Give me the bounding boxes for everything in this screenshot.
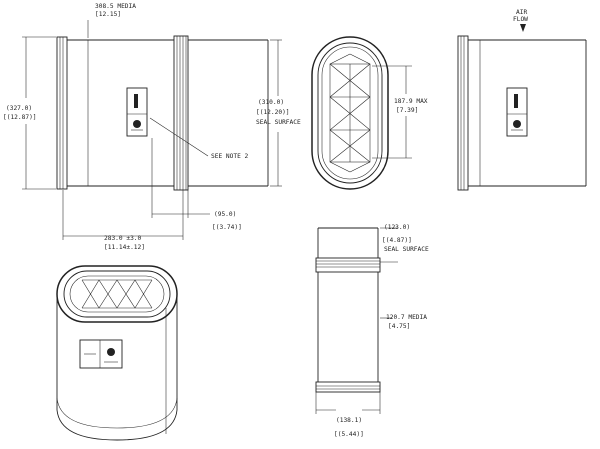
note-label: SEE NOTE 2 xyxy=(211,153,249,160)
end-view: 187.9 MAX [7.39] xyxy=(311,36,428,190)
dim-seal-height: (310.0) xyxy=(258,99,284,106)
dim-front-seal-inch: [(4.87)] xyxy=(382,237,412,244)
dim-overall-height-inch: [(12.87)] xyxy=(3,114,37,121)
flow-icon xyxy=(133,120,141,128)
dim-front-media-inch: [4.75] xyxy=(388,323,410,330)
dim-front-seal: (123.0) xyxy=(384,224,410,231)
dim-offset-inch: [(3.74)] xyxy=(212,224,242,231)
dim-front-seal-label: SEAL SURFACE xyxy=(384,246,429,253)
isometric-view xyxy=(56,265,178,441)
dim-end-max: 187.9 MAX xyxy=(394,98,428,105)
dim-offset: (95.0) xyxy=(214,211,236,218)
side-view: SEE NOTE 2 308.5 MEDIA [12.15] (327.0) [… xyxy=(3,3,301,251)
dim-seal-label: SEAL SURFACE xyxy=(256,119,301,126)
right-view: AIR FLOW xyxy=(457,9,587,191)
dim-front-base: (138.1) xyxy=(336,417,362,424)
dim-front-media: 120.7 MEDIA xyxy=(386,314,427,321)
label-icon xyxy=(134,94,138,108)
iso-label-plate xyxy=(79,339,123,369)
dim-front-base-inch: [(5.44)] xyxy=(334,431,364,438)
flow-label-flow: FLOW xyxy=(513,16,528,23)
front-view: (123.0) [(4.87)] SEAL SURFACE 120.7 MEDI… xyxy=(315,224,429,438)
dim-end-max-inch: [7.39] xyxy=(396,107,418,114)
dim-media-length: 308.5 MEDIA xyxy=(95,3,136,10)
right-label-plate xyxy=(506,87,528,137)
dim-body-length: 283.0 ±3.0 xyxy=(104,235,142,242)
label-plate xyxy=(126,87,148,137)
dim-media-length-inch: [12.15] xyxy=(95,11,121,18)
dim-body-length-inch: [11.14±.12] xyxy=(104,244,145,251)
flow-arrow-icon xyxy=(520,24,526,32)
dim-seal-height-inch: [(12.20)] xyxy=(256,109,290,116)
flow-label-air: AIR xyxy=(516,9,527,16)
dim-overall-height: (327.0) xyxy=(6,105,32,112)
